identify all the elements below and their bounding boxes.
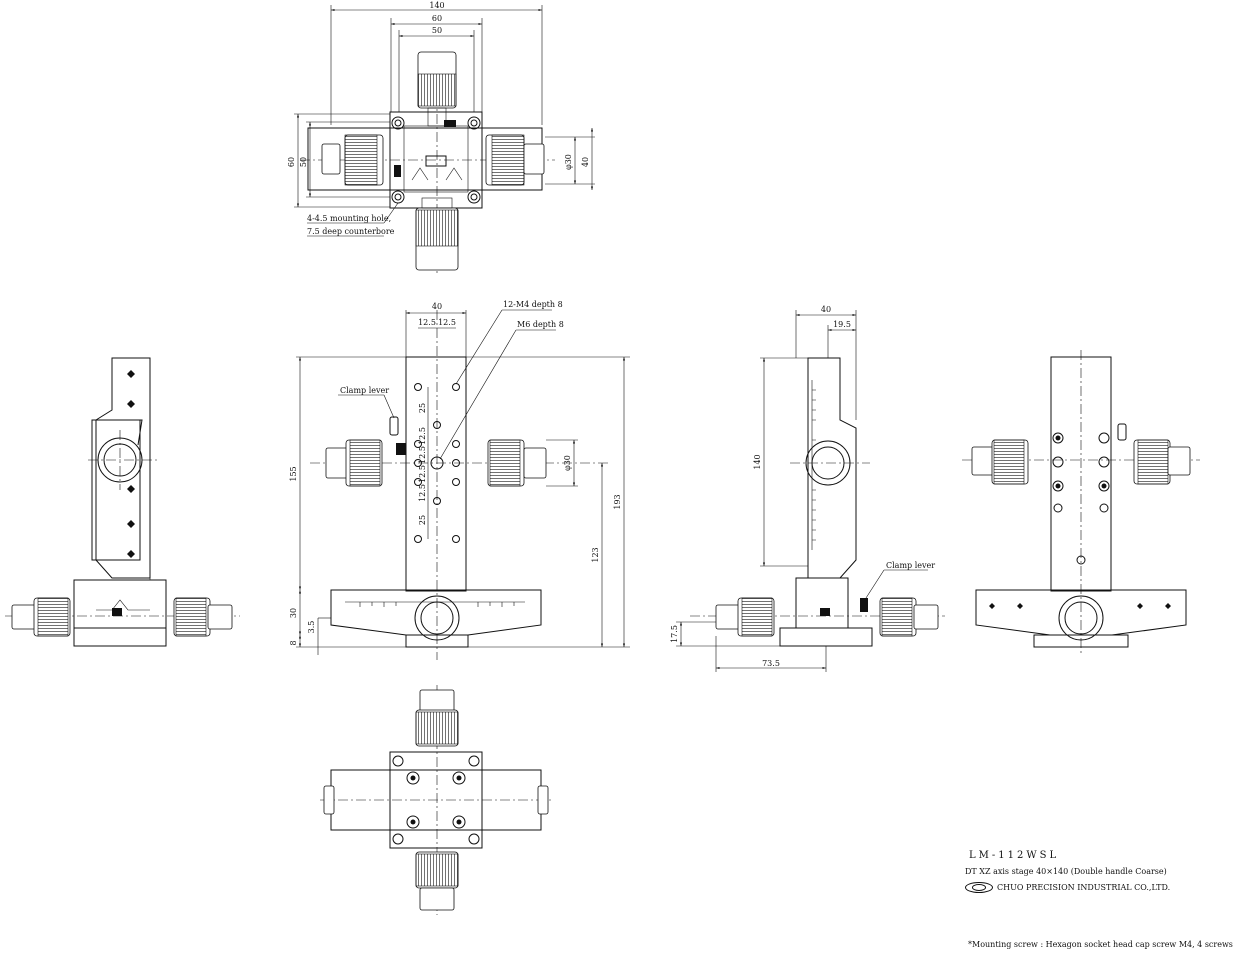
title-block: LM-112WSL DT XZ axis stage 40×140 (Doubl… <box>965 850 1195 893</box>
front-dim-25-top: 25 <box>418 403 427 413</box>
rear-view <box>962 350 1200 655</box>
front-dim-12-5-left: 12.5 <box>418 318 436 327</box>
front-dim-12-5-a: 12.5 <box>418 427 427 445</box>
front-dim-25-bottom: 25 <box>418 515 427 525</box>
mounting-hole-note-line2: 7.5 deep counterbore <box>307 227 395 236</box>
front-dim-12-5-right: 12.5 <box>438 318 456 327</box>
mounting-hole-note-line1: 4-4.5 mounting hole, <box>307 214 391 223</box>
model-number: LM-112WSL <box>969 850 1060 861</box>
front-dim-123: 123 <box>591 547 600 562</box>
mounting-screw-note: *Mounting screw : Hexagon socket head ca… <box>968 940 1233 949</box>
front-dim-30: 30 <box>289 608 298 618</box>
company-name: CHUO PRECISION INDUSTRIAL CO.,LTD. <box>997 883 1171 892</box>
dim-phi30: φ30 <box>564 154 573 170</box>
company-line: CHUO PRECISION INDUSTRIAL CO.,LTD. <box>965 882 1195 893</box>
front-dim-12-5-c: 12.5 <box>418 465 427 483</box>
front-dim-155: 155 <box>289 466 298 481</box>
label-m6: M6 depth 8 <box>517 320 564 329</box>
tapped-holes <box>414 383 460 543</box>
label-clamp-lever-front: Clamp lever <box>340 386 389 395</box>
dim-140: 140 <box>429 1 444 10</box>
top-view: 140 60 50 60 50 φ30 40 4-4.5 mounting ho… <box>287 1 595 275</box>
front-dim-phi30: φ30 <box>563 455 572 471</box>
company-logo-icon <box>965 882 993 893</box>
right-side-view: 40 19.5 140 17.5 73.5 Clamp lever <box>670 305 945 672</box>
side-dim-19-5: 19.5 <box>833 320 851 329</box>
side-dim-140: 140 <box>753 454 762 469</box>
front-dim-8: 8 <box>289 640 298 645</box>
technical-drawing: 140 60 50 60 50 φ30 40 4-4.5 mounting ho… <box>5 1 1200 915</box>
side-dim-40: 40 <box>821 305 831 314</box>
front-dim-12-5-d: 12.5 <box>418 484 427 502</box>
dim-60: 60 <box>432 14 442 23</box>
front-dim-40: 40 <box>432 302 442 311</box>
front-dim-12-5-b: 12.5 <box>418 446 427 464</box>
front-dim-3-5: 3.5 <box>307 621 316 634</box>
label-clamp-lever-side: Clamp lever <box>886 561 935 570</box>
dim-50-vertical: 50 <box>299 157 308 167</box>
side-dim-73-5: 73.5 <box>762 659 780 668</box>
label-12-m4: 12-M4 depth 8 <box>503 300 563 309</box>
dim-40: 40 <box>581 157 590 167</box>
product-description: DT XZ axis stage 40×140 (Double handle C… <box>965 867 1167 876</box>
dim-50: 50 <box>432 26 442 35</box>
dim-60-vertical: 60 <box>287 157 296 167</box>
front-view: 40 12.5 12.5 25 12.5 12.5 12.5 12.5 25 1… <box>289 300 630 660</box>
bottom-view <box>320 685 552 915</box>
left-side-view <box>5 357 240 647</box>
side-dim-17-5: 17.5 <box>670 625 679 643</box>
front-dim-193: 193 <box>613 494 622 509</box>
